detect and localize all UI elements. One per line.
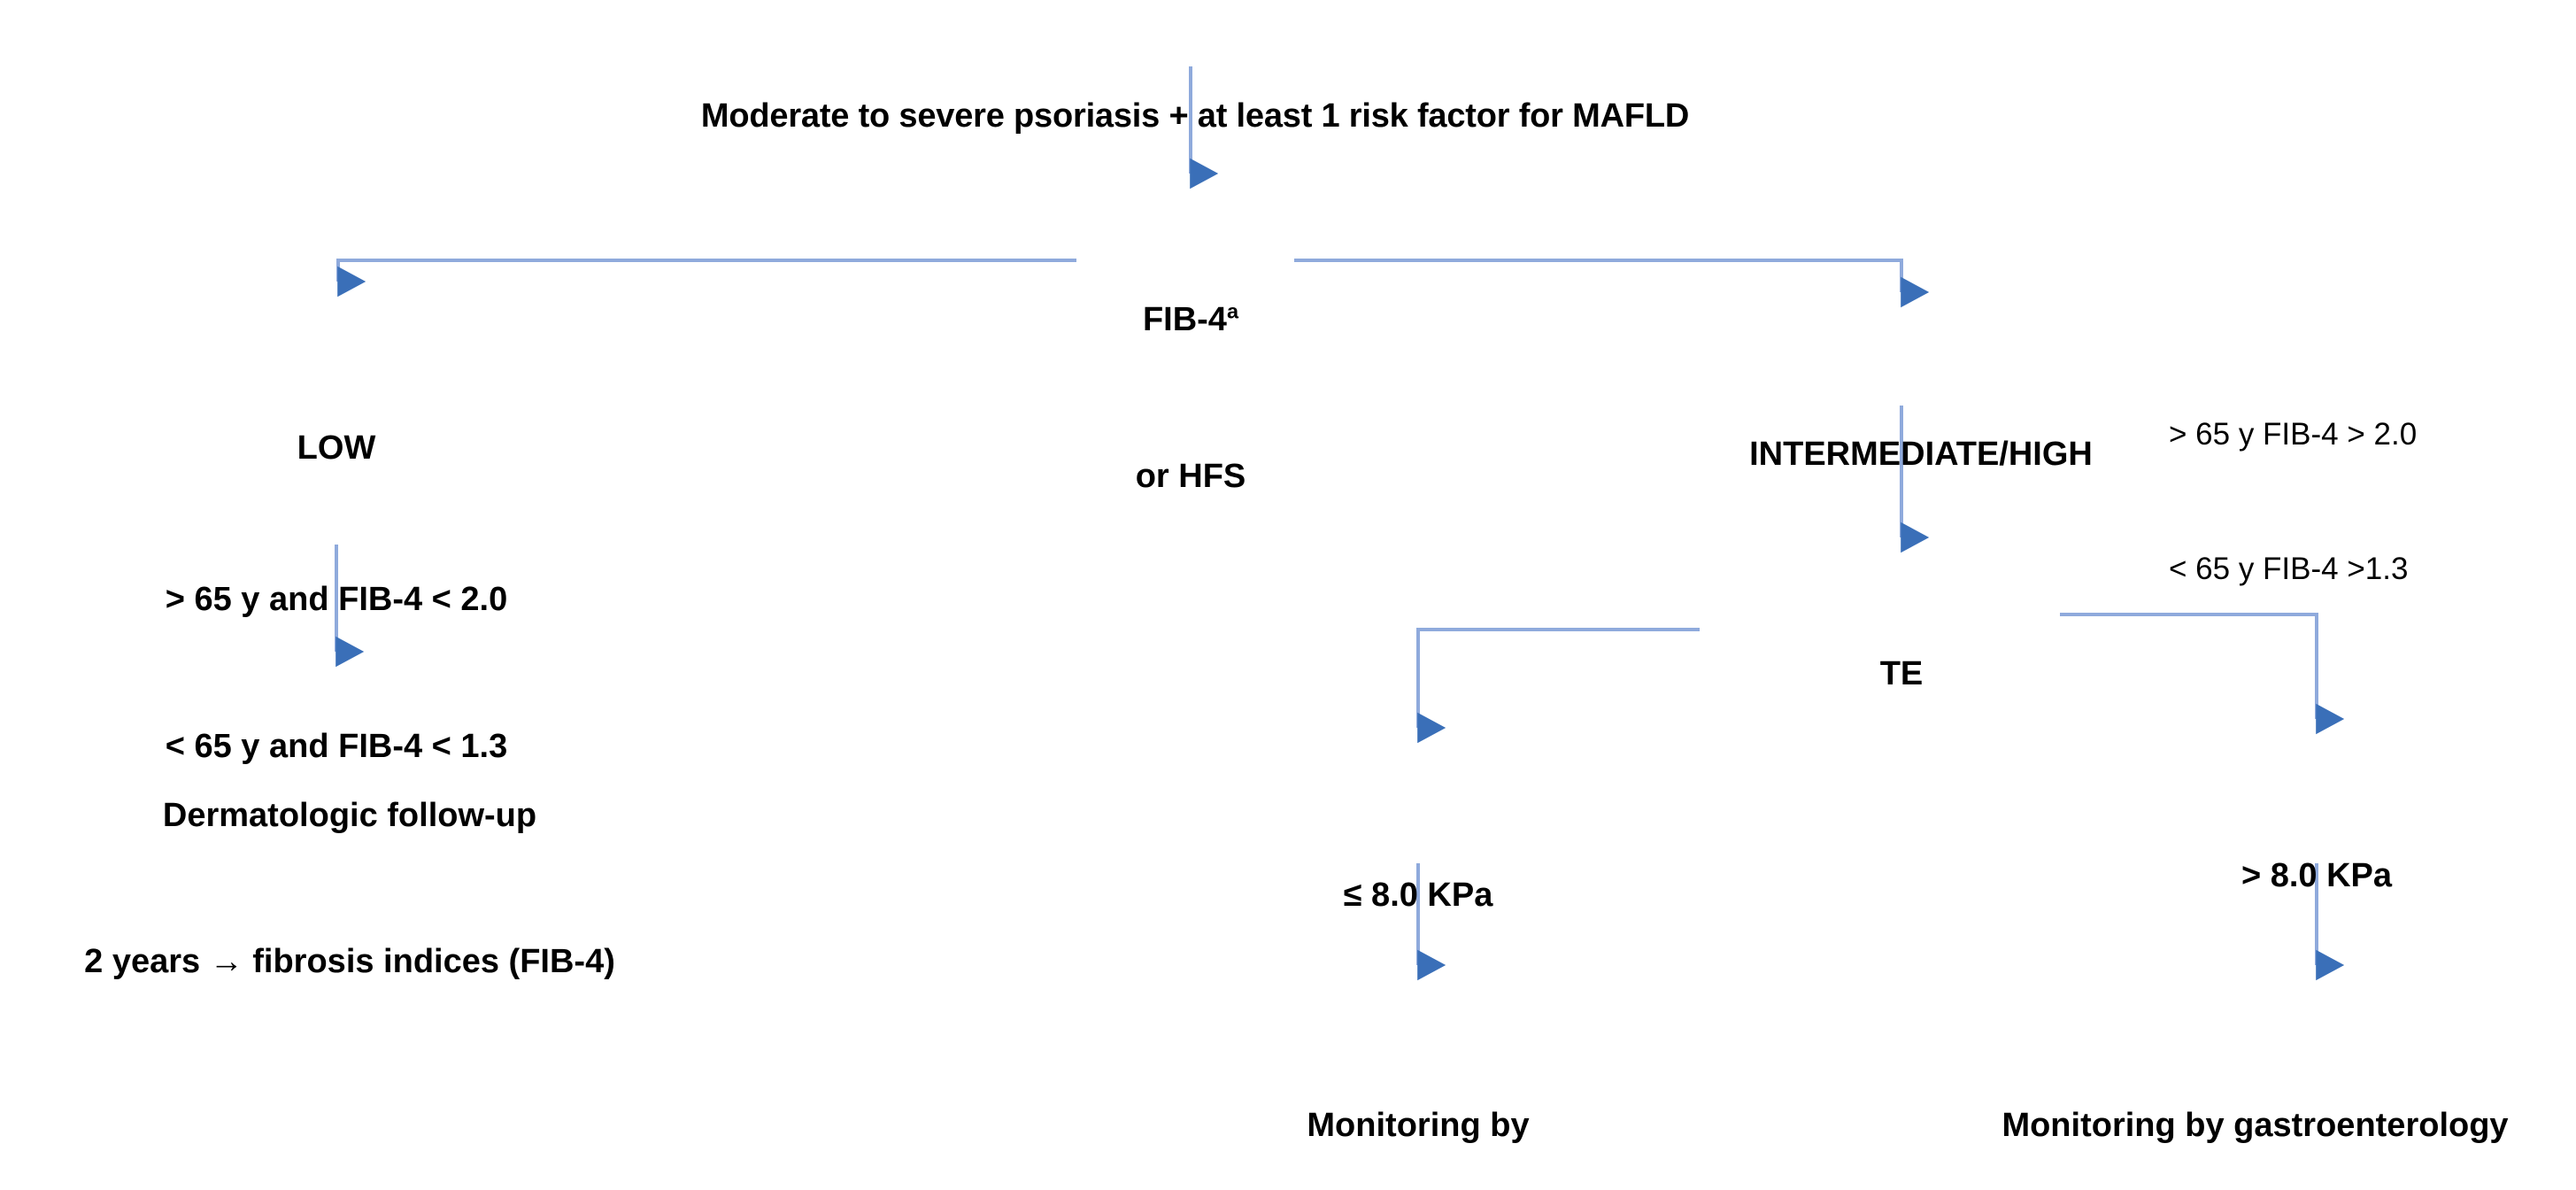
node-monitoring-gastroenterology: Monitoring by gastroenterology — [1934, 1009, 2576, 1190]
derm-followup-line-2: 2 years → fibrosis indices (FIB-4) — [84, 943, 615, 981]
root-title-text: Moderate to severe psoriasis + at least … — [700, 97, 1690, 135]
intermediate-high-criteria-1: > 65 y FIB-4 > 2.0 — [2169, 416, 2418, 452]
edge-te-to-te-low — [1416, 628, 1700, 744]
node-monitoring-joint: Monitoring by dermatology/gastroenterolo… — [1082, 1009, 1755, 1190]
edge-decision-to-low — [336, 259, 1076, 298]
decision-fib4-text: FIB-4 — [1142, 300, 1227, 338]
node-intermediate-high-criteria: > 65 y FIB-4 > 2.0 < 65 y FIB-4 >1.3 — [2169, 328, 2576, 676]
low-risk-criteria-2: < 65 y and FIB-4 < 1.3 — [165, 727, 508, 765]
node-dermatologic-follow-up: Dermatologic follow-up 2 years → fibrosi… — [0, 699, 699, 1078]
node-decision-fib4-hfs: FIB-4a or HFS — [1014, 204, 1368, 593]
edge-decision-to-intermediate-high — [1294, 259, 1930, 308]
node-transient-elastography: TE — [1769, 558, 2034, 790]
intermediate-high-heading: INTERMEDIATE/HIGH — [1749, 435, 2093, 473]
node-te-high-result: > 8.0 KPa — [2095, 760, 2538, 992]
decision-line-2: or HFS — [1135, 458, 1246, 496]
monitoring-joint-line-1: Monitoring by — [1307, 1106, 1530, 1144]
low-risk-heading: LOW — [297, 429, 376, 467]
node-low-risk: LOW > 65 y and FIB-4 < 2.0 < 65 y and FI… — [27, 332, 646, 862]
te-label: TE — [1879, 654, 1924, 692]
te-low-result-label: ≤ 8.0 KPa — [1343, 876, 1493, 914]
low-risk-criteria-1: > 65 y and FIB-4 < 2.0 — [165, 581, 508, 619]
node-intermediate-high-risk: INTERMEDIATE/HIGH — [1602, 338, 2240, 570]
decision-line-1: FIB-4a — [1014, 297, 1368, 343]
node-te-low-result: ≤ 8.0 KPa — [1197, 779, 1639, 1011]
monitoring-gastro-label: Monitoring by gastroenterology — [2001, 1106, 2509, 1144]
intermediate-high-criteria-2: < 65 y FIB-4 >1.3 — [2169, 552, 2409, 587]
derm-followup-line-1: Dermatologic follow-up — [162, 796, 537, 834]
decision-footnote-marker: a — [1226, 299, 1239, 323]
te-high-result-label: > 8.0 KPa — [2241, 856, 2393, 894]
node-root-title: Moderate to severe psoriasis + at least … — [567, 0, 1824, 232]
